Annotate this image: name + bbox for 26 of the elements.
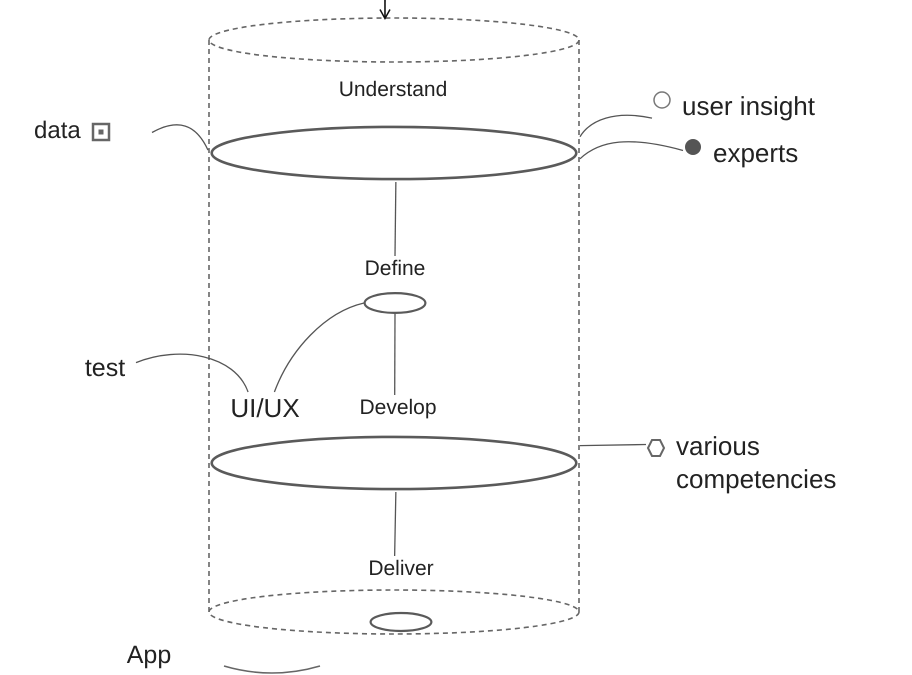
- connector-line: [394, 182, 396, 256]
- text-label: UI/UX: [218, 392, 312, 426]
- arrow: [379, 0, 391, 20]
- text-label: test: [74, 353, 136, 385]
- ellipse-shape: [364, 292, 426, 314]
- connector-line: [152, 124, 209, 150]
- text-label: data: [34, 116, 152, 146]
- connector-line: [136, 354, 249, 392]
- ellipse-shape: [208, 124, 580, 182]
- text-label: experts: [683, 137, 825, 169]
- connector-line: [580, 444, 646, 446]
- ellipse-shape: [370, 612, 432, 632]
- connector-line: [580, 141, 684, 160]
- phase-label: Understand: [338, 77, 448, 103]
- phase-label: Deliver: [348, 556, 454, 584]
- connector-line: [274, 302, 364, 392]
- dashed-cylinder: [206, 16, 582, 636]
- connector-line: [579, 114, 652, 138]
- ellipse-shape: [208, 434, 580, 492]
- connector-line: [394, 492, 396, 556]
- phase-label: Define: [350, 256, 440, 284]
- connector-line: [394, 314, 396, 395]
- phase-label: Develop: [343, 395, 453, 423]
- text-label: user insight: [652, 90, 852, 122]
- text-label: various competencies: [646, 430, 886, 496]
- text-label: App: [116, 640, 182, 672]
